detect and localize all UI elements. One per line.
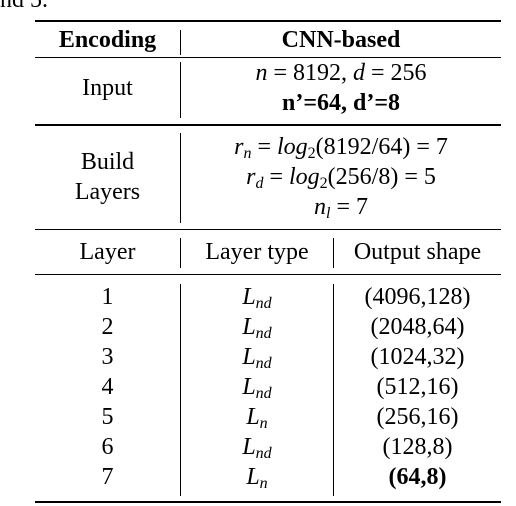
row-4-layer: 4 xyxy=(101,374,114,400)
bottom-rule xyxy=(35,501,501,503)
row-6-layer: 6 xyxy=(101,434,114,460)
build-label-line1: Build xyxy=(80,149,135,175)
build-label-line2: Layers xyxy=(74,179,141,205)
column-header-layer-type: Layer type xyxy=(205,239,309,265)
row-7-shape: (64,8) xyxy=(388,464,447,490)
vline-input xyxy=(180,62,181,118)
column-header-output-shape: Output shape xyxy=(353,239,482,265)
row-1-layer: 1 xyxy=(101,284,114,310)
input-label: Input xyxy=(82,75,133,101)
caption-fragment: nd 5. xyxy=(0,0,48,13)
formula-rn: rn = log2(8192/64) = 7 xyxy=(234,134,448,162)
input-rule xyxy=(35,124,501,126)
input-reduced: n’=64, d’=8 xyxy=(281,90,401,116)
formula-nl: nl = 7 xyxy=(314,194,368,222)
row-5-layer: 5 xyxy=(101,404,114,430)
row-2-type: Lnd xyxy=(242,314,272,342)
formula-rd: rd = log2(256/8) = 5 xyxy=(246,164,436,192)
row-4-type: Lnd xyxy=(242,374,272,402)
row-5-type: Ln xyxy=(246,404,268,432)
row-3-shape: (1024,32) xyxy=(370,344,465,370)
header-encoding: Encoding xyxy=(58,27,157,53)
vline-encoding-header xyxy=(180,30,181,55)
row-6-shape: (128,8) xyxy=(382,434,453,460)
row-5-shape: (256,16) xyxy=(376,404,459,430)
vline-columns-1 xyxy=(180,238,181,268)
top-rule xyxy=(35,20,501,22)
header-cnn-based: CNN-based xyxy=(281,27,401,53)
row-3-type: Lnd xyxy=(242,344,272,372)
vline-columns-2 xyxy=(333,238,334,268)
row-6-type: Lnd xyxy=(242,434,272,462)
row-2-layer: 2 xyxy=(101,314,114,340)
build-rule xyxy=(35,229,501,230)
column-header-layer: Layer xyxy=(79,239,136,265)
row-2-shape: (2048,64) xyxy=(370,314,465,340)
columns-rule xyxy=(35,274,501,275)
vline-body-1 xyxy=(180,284,181,496)
row-1-type: Lnd xyxy=(242,284,272,312)
row-4-shape: (512,16) xyxy=(376,374,459,400)
vline-build xyxy=(180,133,181,223)
input-dimensions: n = 8192, d = 256 xyxy=(255,60,427,86)
row-7-type: Ln xyxy=(246,464,268,492)
header-rule xyxy=(35,57,501,58)
row-7-layer: 7 xyxy=(101,464,114,490)
row-3-layer: 3 xyxy=(101,344,114,370)
vline-body-2 xyxy=(333,284,334,496)
row-1-shape: (4096,128) xyxy=(364,284,471,310)
